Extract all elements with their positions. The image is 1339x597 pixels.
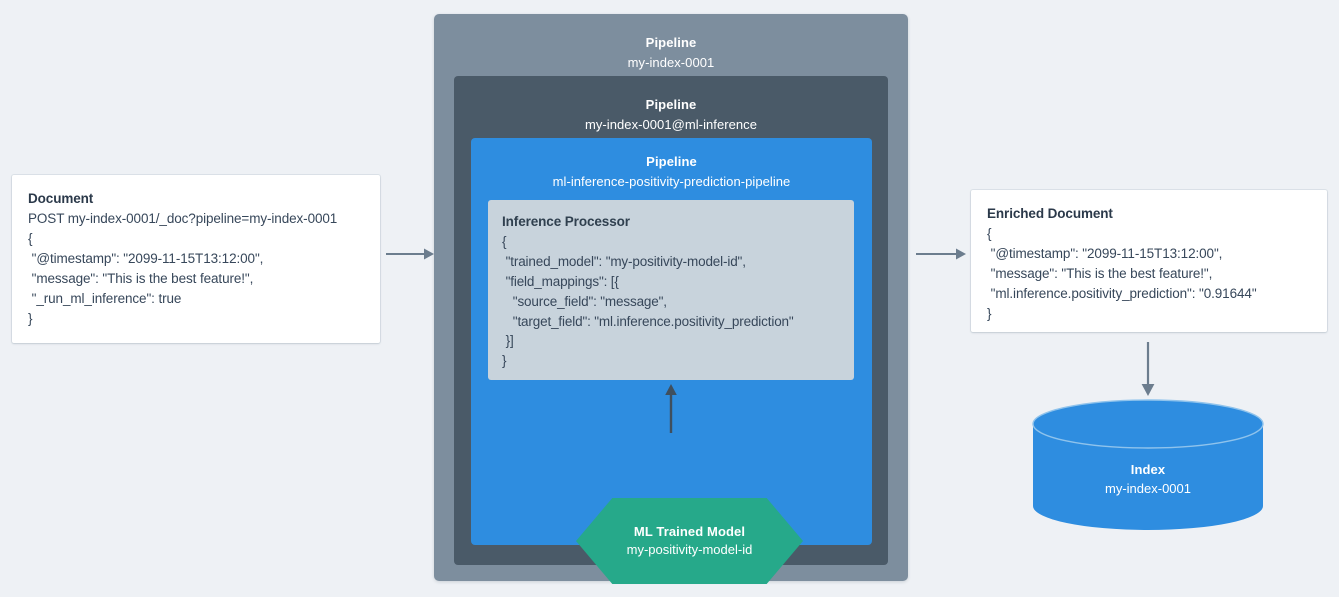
ml-trained-model-title: ML Trained Model xyxy=(633,523,746,539)
enriched-document-line-0: { xyxy=(987,226,992,242)
pipeline-mid-box: Pipeline my-index-0001@ml-inference Pipe… xyxy=(454,76,888,584)
source-document-line-3: "message": "This is the best feature!", xyxy=(28,271,254,287)
inference-processor-line-4: "target_field": "ml.inference.positivity… xyxy=(502,313,794,329)
source-document-line-5: } xyxy=(28,311,33,327)
inference-processor-line-3: "source_field": "message", xyxy=(502,293,667,309)
inference-processor-line-2: "field_mappings": [{ xyxy=(502,273,619,289)
pipeline-outer-subtitle: my-index-0001 xyxy=(627,55,715,71)
pipeline-mid-subtitle: my-index-0001@ml-inference xyxy=(584,117,757,133)
inference-processor-line-1: "trained_model": "my-positivity-model-id… xyxy=(502,254,746,270)
enriched-document-line-3: "ml.inference.positivity_prediction": "0… xyxy=(987,286,1257,302)
arrow-enriched-to-index xyxy=(1139,342,1157,396)
enriched-document-line-4: } xyxy=(987,306,992,322)
pipeline-inner-box: Pipeline ml-inference-positivity-predict… xyxy=(471,138,872,545)
source-document-line-0: POST my-index-0001/_doc?pipeline=my-inde… xyxy=(28,211,338,227)
source-document-card: Document POST my-index-0001/_doc?pipelin… xyxy=(12,175,380,343)
arrow-model-to-processor xyxy=(662,384,680,433)
inference-processor-line-6: } xyxy=(502,353,507,369)
pipeline-outer-title: Pipeline xyxy=(645,35,697,50)
inference-processor-line-0: { xyxy=(502,234,507,250)
index-cylinder: Index my-index-0001 xyxy=(1032,399,1264,530)
pipeline-outer-header: Pipeline my-index-0001 xyxy=(434,33,908,73)
enriched-document-line-1: "@timestamp": "2099-11-15T13:12:00", xyxy=(987,246,1223,262)
ml-trained-model-subtitle: my-positivity-model-id xyxy=(626,542,753,558)
pipeline-outer-box: Pipeline my-index-0001 Pipeline my-index… xyxy=(434,14,908,584)
inference-processor-line-5: }] xyxy=(502,333,514,349)
source-document-line-2: "@timestamp": "2099-11-15T13:12:00", xyxy=(28,251,264,267)
pipeline-inner-subtitle: ml-inference-positivity-prediction-pipel… xyxy=(552,174,791,190)
pipeline-inner-header: Pipeline ml-inference-positivity-predict… xyxy=(471,152,872,192)
enriched-document-card: Enriched Document { "@timestamp": "2099-… xyxy=(971,190,1327,332)
inference-processor-title: Inference Processor xyxy=(502,214,630,229)
arrow-document-to-pipeline xyxy=(386,245,434,263)
inference-processor-card: Inference Processor { "trained_model": "… xyxy=(488,200,854,380)
pipeline-mid-title: Pipeline xyxy=(645,97,697,112)
enriched-document-line-2: "message": "This is the best feature!", xyxy=(987,266,1213,282)
source-document-line-1: { xyxy=(28,231,33,247)
source-document-title: Document xyxy=(28,191,94,206)
source-document-line-4: "_run_ml_inference": true xyxy=(28,291,182,307)
pipeline-inner-title: Pipeline xyxy=(646,154,697,169)
arrow-pipeline-to-enriched xyxy=(916,245,966,263)
ml-trained-model-hexagon: ML Trained Model my-positivity-model-id xyxy=(576,498,803,584)
enriched-document-title: Enriched Document xyxy=(987,206,1113,221)
pipeline-mid-header: Pipeline my-index-0001@ml-inference xyxy=(454,95,888,135)
